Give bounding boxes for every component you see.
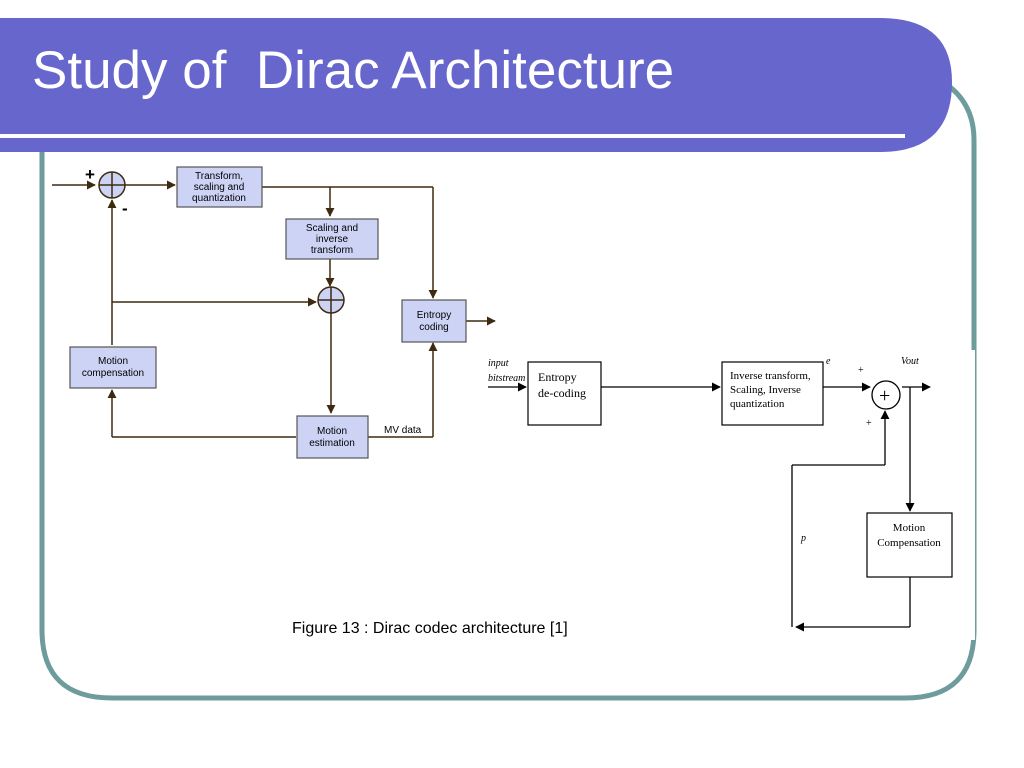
p-label: p bbox=[800, 533, 806, 544]
decoder-motion-compensation-box bbox=[866, 512, 953, 578]
adder-plus-top: + bbox=[858, 365, 864, 376]
transform-label-1: Transform, bbox=[195, 171, 243, 182]
vout-label: Vout bbox=[901, 356, 919, 367]
inverse-label-3: quantization bbox=[730, 398, 785, 410]
entropy-coding-label-2: coding bbox=[419, 322, 448, 333]
decoder-adder-circle bbox=[871, 380, 901, 410]
transform-label-2: scaling and bbox=[194, 182, 245, 193]
transform-box bbox=[176, 166, 263, 208]
entropy-decoding-label-2: de-coding bbox=[538, 386, 586, 400]
motion-compensation-box bbox=[69, 346, 157, 389]
entropy-decoding-box bbox=[527, 361, 602, 426]
figure-caption: Figure 13 : Dirac codec architecture [1] bbox=[292, 620, 568, 637]
decoder-motion-comp-label-1: Motion bbox=[893, 522, 926, 534]
transform-label-3: quantization bbox=[192, 193, 246, 204]
encoder-diagram bbox=[52, 171, 496, 438]
motion-estimation-box bbox=[296, 415, 369, 459]
input-label-1: input bbox=[488, 358, 509, 369]
title-band bbox=[0, 18, 952, 152]
title-underline bbox=[0, 134, 905, 138]
adder-symbol: + bbox=[879, 385, 890, 407]
motion-est-label-2: estimation bbox=[309, 438, 355, 449]
encoder-minus-sign: - bbox=[122, 199, 128, 218]
entropy-decoding-label-1: Entropy bbox=[538, 370, 577, 384]
scaling-label-3: transform bbox=[311, 245, 353, 256]
content-frame bbox=[39, 77, 977, 701]
decoder-diagram bbox=[488, 380, 931, 632]
entropy-coding-label-1: Entropy bbox=[417, 310, 451, 321]
input-label-2: bitstream bbox=[488, 373, 525, 384]
entropy-coding-box bbox=[401, 299, 467, 343]
motion-comp-label-2: compensation bbox=[82, 368, 144, 379]
inverse-label-2: Scaling, Inverse bbox=[730, 384, 801, 396]
adder-plus-bottom: + bbox=[866, 418, 872, 429]
scaling-box bbox=[285, 218, 379, 260]
motion-est-label-1: Motion bbox=[317, 426, 347, 437]
decoder-motion-comp-label-2: Compensation bbox=[877, 537, 941, 549]
e-label: e bbox=[826, 356, 831, 367]
scaling-label-1: Scaling and bbox=[306, 223, 358, 234]
slide-title: Study of Dirac Architecture bbox=[32, 41, 675, 100]
scaling-label-2: inverse bbox=[316, 234, 349, 245]
encoder-plus-sign: + bbox=[85, 165, 95, 184]
motion-comp-label-1: Motion bbox=[98, 356, 128, 367]
inverse-label-1: Inverse transform, bbox=[730, 370, 811, 382]
inverse-transform-box bbox=[721, 361, 824, 426]
mv-data-label: MV data bbox=[384, 425, 422, 436]
